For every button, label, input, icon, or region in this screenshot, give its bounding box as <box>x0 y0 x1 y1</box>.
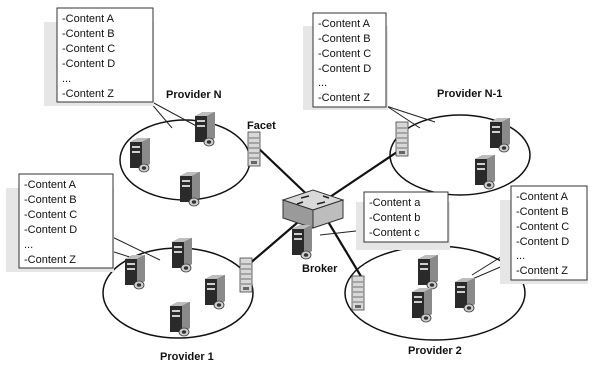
rack-server-icon <box>395 121 409 157</box>
provider-1-content-box: -Content A -Content B -Content C -Conten… <box>6 173 114 272</box>
provider-n-content-box: -Content A -Content B -Content C -Conten… <box>44 7 154 106</box>
provider-1-content-2: -Content C <box>24 209 77 221</box>
facet-rack-icon <box>247 131 261 167</box>
broker-content-2: -Content c <box>369 227 420 239</box>
provider-n-content-2: -Content C <box>62 43 115 55</box>
server-icon <box>411 287 433 323</box>
provider-1-content-3: -Content D <box>24 224 77 236</box>
provider-2-content-box: -Content A -Content B -Content C -Conten… <box>500 185 588 284</box>
broker-server-icon <box>291 224 313 260</box>
provider-n-content-5: -Content Z <box>62 88 114 100</box>
provider-n-1-cloud <box>389 114 531 196</box>
provider-2-content-5: -Content Z <box>516 265 568 277</box>
server-icon <box>474 154 496 190</box>
provider-n-label: Provider N <box>166 89 222 101</box>
provider-2-content-1: -Content B <box>516 206 569 218</box>
provider-n-1-content-box: -Content A -Content B -Content C -Conten… <box>303 12 388 110</box>
callout-provider-n-1 <box>384 104 421 129</box>
callout-provider-1 <box>107 234 161 261</box>
provider-n-content-1: -Content B <box>62 28 115 40</box>
callout-provider-n-1-b <box>382 104 436 123</box>
router-icon <box>281 189 345 229</box>
server-icon <box>129 137 151 173</box>
facet-label: Facet <box>247 120 276 132</box>
provider-1-content-4: ... <box>24 239 33 251</box>
provider-2-content-4: ... <box>516 250 525 262</box>
server-icon <box>169 301 191 337</box>
provider-2-content-2: -Content C <box>516 221 569 233</box>
broker-content-box: -Content a -Content b -Content c <box>356 191 450 250</box>
provider-n-1-content-3: -Content D <box>318 63 371 75</box>
provider-1-content-0: -Content A <box>24 179 77 191</box>
server-icon <box>194 111 216 147</box>
server-icon <box>489 117 511 153</box>
server-icon <box>204 274 226 310</box>
server-icon <box>417 254 439 290</box>
rack-server-icon <box>351 275 365 311</box>
provider-n-1-content-0: -Content A <box>318 18 371 30</box>
broker-content-1: -Content b <box>369 212 420 224</box>
provider-2-content-3: -Content D <box>516 236 569 248</box>
server-icon <box>454 277 476 313</box>
provider-n-1-label: Provider N-1 <box>437 88 502 100</box>
server-icon <box>124 254 146 290</box>
provider-2-content-0: -Content A <box>516 191 569 203</box>
rack-server-icon <box>239 257 253 293</box>
provider-n-content-3: -Content D <box>62 58 115 70</box>
provider-n-content-0: -Content A <box>62 13 115 25</box>
provider-n-1-content-4: ... <box>318 77 327 89</box>
broker-content-0: -Content a <box>369 197 421 209</box>
provider-1-content-1: -Content B <box>24 194 77 206</box>
provider-n-1-content-5: -Content Z <box>318 92 370 104</box>
callout-provider-n <box>151 101 201 129</box>
server-icon <box>179 171 201 207</box>
provider-n-content-4: ... <box>62 73 71 85</box>
broker-label: Broker <box>302 263 338 275</box>
provider-2-label: Provider 2 <box>408 345 462 357</box>
provider-n-1-content-2: -Content C <box>318 48 371 60</box>
provider-1-label: Provider 1 <box>160 351 214 363</box>
server-icon <box>171 237 193 273</box>
provider-n-1-content-1: -Content B <box>318 33 371 45</box>
callout-provider-n-b <box>149 101 173 129</box>
provider-1-content-5: -Content Z <box>24 254 76 266</box>
